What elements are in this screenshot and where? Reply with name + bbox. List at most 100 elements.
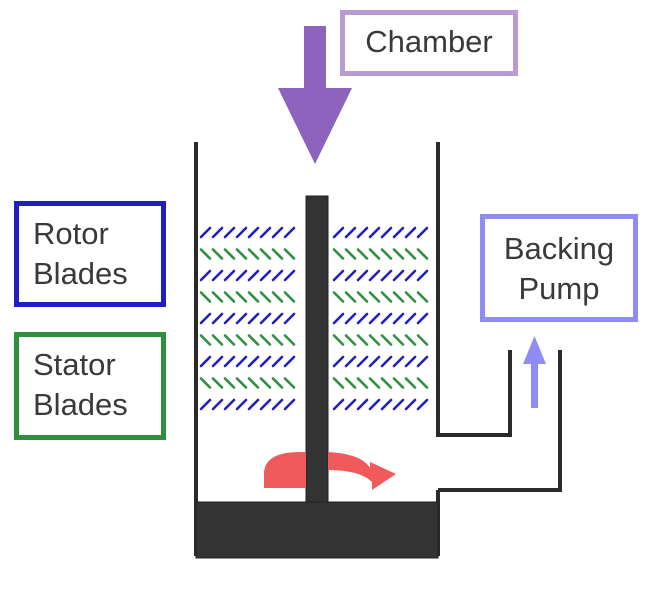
rotor-blade: [247, 269, 260, 282]
rotor-blade: [332, 355, 345, 368]
stator-blade: [392, 291, 405, 303]
rotor-blade: [271, 226, 284, 239]
rotor-blade: [344, 312, 357, 325]
rotor-blade: [211, 312, 224, 325]
arrow-down-icon: [278, 26, 352, 164]
rotor-blade: [404, 355, 417, 368]
stator-blade: [344, 291, 357, 303]
rotor-blade: [211, 269, 224, 282]
stator-blade: [235, 377, 248, 389]
rotor-blade: [259, 269, 272, 282]
stator-blade: [283, 334, 296, 346]
rotor-blade: [199, 269, 212, 282]
rotor-blade: [404, 398, 417, 411]
stator-blade: [404, 377, 417, 389]
chamber-label: Chamber: [340, 10, 518, 76]
rotor-blade: [332, 269, 345, 282]
rotor-blade: [356, 269, 369, 282]
stator-blade: [271, 248, 284, 260]
rotor-blade: [368, 312, 381, 325]
rotor-blade: [283, 312, 296, 325]
rotor-blade: [404, 312, 417, 325]
rotor-blade: [380, 312, 393, 325]
rotor-blade: [344, 226, 357, 239]
motor-base: [195, 501, 439, 559]
stator-blade: [247, 291, 260, 303]
stator-blade: [223, 334, 236, 346]
rotor-blade: [211, 398, 224, 411]
stator-blade: [404, 291, 417, 303]
rotor-blade: [199, 355, 212, 368]
rotor-blade: [416, 355, 429, 368]
stator-blade: [235, 248, 248, 260]
stator-blades-label: Stator Blades: [14, 332, 166, 440]
stator-blade: [368, 334, 381, 346]
rotor-blade: [283, 355, 296, 368]
rotor-blade: [259, 312, 272, 325]
stator-blade: [235, 291, 248, 303]
rotor-label-line-2: Blades: [33, 256, 128, 291]
rotor-blade: [356, 312, 369, 325]
rotor-blade: [368, 226, 381, 239]
stator-blade: [332, 377, 345, 389]
rotor-blade: [344, 269, 357, 282]
stator-blade: [380, 248, 393, 260]
rotor-blade: [404, 226, 417, 239]
rotor-blade: [223, 398, 236, 411]
rotor-blade: [380, 269, 393, 282]
stator-blade: [283, 248, 296, 260]
rotor-blade: [380, 226, 393, 239]
stator-blade: [392, 377, 405, 389]
rotor-blade: [235, 398, 248, 411]
rotor-blade: [380, 355, 393, 368]
rotor-blade: [392, 398, 405, 411]
rotor-shaft: [305, 195, 329, 503]
rotor-blade: [211, 226, 224, 239]
stator-blade: [356, 248, 369, 260]
stator-blade: [211, 291, 224, 303]
stator-blade: [259, 334, 272, 346]
stator-blade: [199, 291, 212, 303]
stator-blade: [259, 291, 272, 303]
stator-blade: [380, 291, 393, 303]
stator-blade: [404, 248, 417, 260]
stator-blade: [368, 248, 381, 260]
stator-blade: [211, 377, 224, 389]
stator-blade: [368, 377, 381, 389]
stator-blade: [416, 248, 429, 260]
exhaust-duct-inner: [438, 350, 512, 437]
stator-blade: [344, 334, 357, 346]
rotor-blade: [283, 398, 296, 411]
stator-blade: [332, 334, 345, 346]
stator-blade: [392, 334, 405, 346]
arrow-up-icon: [523, 336, 546, 408]
rotor-blade: [368, 269, 381, 282]
rotor-blade: [247, 312, 260, 325]
stator-blade: [271, 334, 284, 346]
rotor-blade: [283, 269, 296, 282]
stator-blade: [223, 248, 236, 260]
stator-label-line-1: Stator: [33, 347, 116, 382]
chamber-text: Chamber: [365, 24, 493, 59]
stator-blade: [283, 377, 296, 389]
stator-blade: [332, 291, 345, 303]
rotor-blade: [259, 355, 272, 368]
stator-blade: [344, 377, 357, 389]
stator-blade: [283, 291, 296, 303]
stator-blade: [392, 248, 405, 260]
stator-blade: [247, 248, 260, 260]
stator-blade: [356, 377, 369, 389]
rotor-blade: [392, 355, 405, 368]
stator-blade: [416, 377, 429, 389]
rotor-blade: [235, 355, 248, 368]
rotor-blades-label: Rotor Blades: [14, 201, 166, 307]
pump-housing: [194, 142, 562, 556]
backing-label-line-1: Backing: [503, 231, 615, 266]
stator-blade: [332, 248, 345, 260]
rotor-blade: [247, 355, 260, 368]
rotor-blade: [271, 355, 284, 368]
stator-blade: [223, 291, 236, 303]
stator-blade: [259, 377, 272, 389]
stator-blade: [199, 377, 212, 389]
